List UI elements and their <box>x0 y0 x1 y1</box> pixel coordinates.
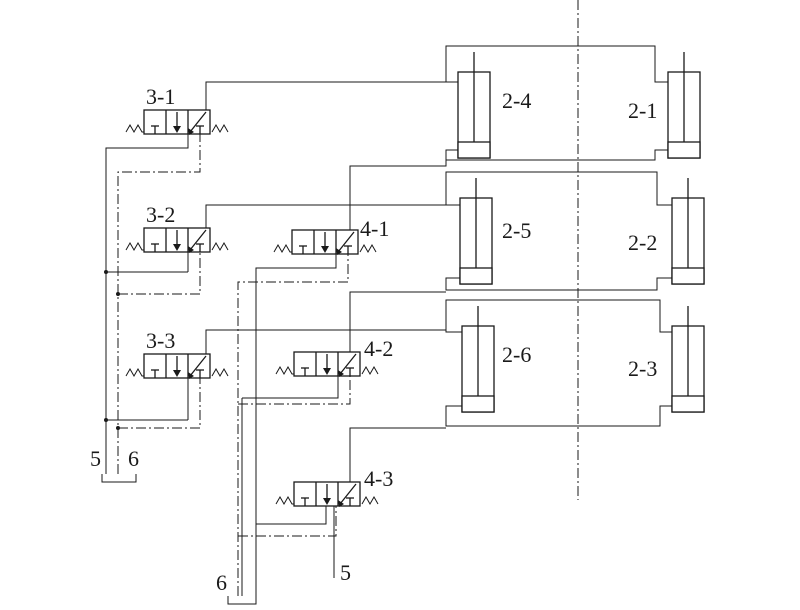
valve-3-1 <box>125 109 229 135</box>
valve-4-1 <box>273 229 377 255</box>
pipe-row1-bottom <box>445 149 668 161</box>
label-valve-4-3: 4-3 <box>364 466 393 491</box>
line-4-2-to-row2 <box>349 291 446 352</box>
valve-3-2 <box>125 227 229 253</box>
line-4-3-to-row3 <box>349 427 446 482</box>
line-3-2-to-2-5 <box>205 204 446 228</box>
supply-line-5-middle <box>255 254 337 596</box>
pipe-row3-bottom <box>445 405 672 427</box>
cylinder-2-4 <box>457 52 491 159</box>
label-cyl-2-1: 2-1 <box>628 98 657 123</box>
pipe-row2-bottom <box>445 277 672 291</box>
pipe-row3-top <box>445 299 672 333</box>
cylinder-2-6 <box>461 306 495 413</box>
pipe-row2-top <box>445 171 672 206</box>
label-port-bottom-6: 6 <box>216 570 227 595</box>
supply-line-5-left <box>105 134 189 474</box>
label-valve-4-2: 4-2 <box>364 336 393 361</box>
line-3-1-to-2-4 <box>205 81 446 110</box>
exhaust-line-6-left <box>117 134 201 474</box>
label-cyl-2-5: 2-5 <box>502 218 531 243</box>
valve-4-2 <box>275 351 379 377</box>
label-cyl-2-6: 2-6 <box>502 342 531 367</box>
valve-3-3 <box>125 353 229 379</box>
pipe-row1-top <box>445 45 668 83</box>
cylinder-2-3 <box>671 306 705 413</box>
label-valve-3-3: 3-3 <box>146 328 175 353</box>
label-port-left-5: 5 <box>90 446 101 471</box>
label-port-bottom-5: 5 <box>340 560 351 585</box>
line-3-3-to-2-6 <box>205 329 446 354</box>
label-valve-3-2: 3-2 <box>146 202 175 227</box>
cylinder-2-1 <box>667 52 701 159</box>
label-cyl-2-4: 2-4 <box>502 88 531 113</box>
label-cyl-2-2: 2-2 <box>628 230 657 255</box>
cylinder-2-2 <box>671 178 705 285</box>
label-cyl-2-3: 2-3 <box>628 356 657 381</box>
valve-4-3 <box>275 481 379 507</box>
label-valve-3-1: 3-1 <box>146 84 175 109</box>
exhaust-line-6-middle <box>237 254 349 596</box>
label-valve-4-1: 4-1 <box>360 216 389 241</box>
cylinder-2-5 <box>459 178 493 285</box>
line-4-1-to-row1 <box>349 158 447 230</box>
label-port-left-6: 6 <box>128 446 139 471</box>
